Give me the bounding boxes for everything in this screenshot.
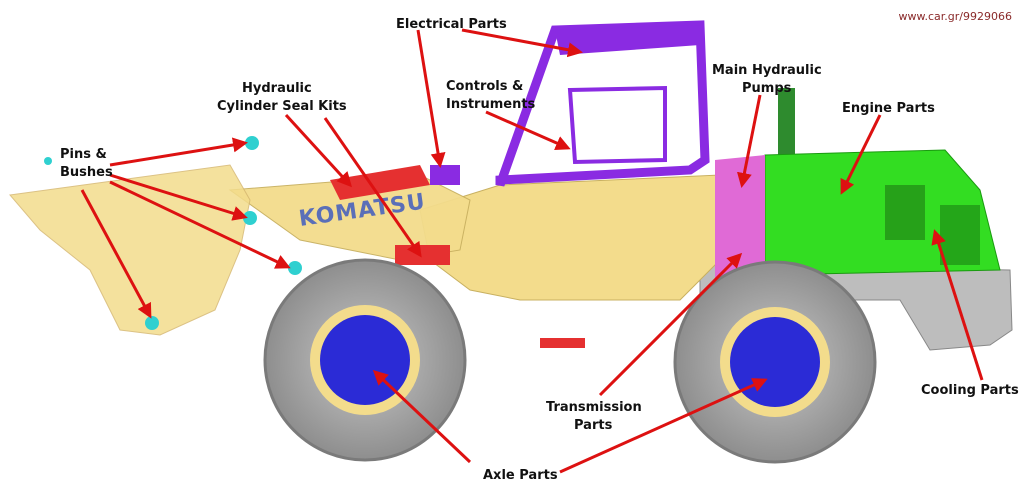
label-electrical: Electrical Parts: [396, 17, 507, 32]
arrow-engine: [840, 114, 882, 195]
label-pins-line2: Bushes: [60, 165, 113, 180]
label-controls-line2: Instruments: [446, 97, 536, 112]
cab-window: [567, 85, 667, 165]
cab-roof: [555, 25, 700, 55]
label-axle: Axle Parts: [483, 468, 558, 483]
arrow-hydraulic: [284, 113, 353, 188]
engine-grille: [885, 185, 925, 240]
label-pins-line1: Pins &: [60, 147, 107, 162]
label-transmission-line1: Transmission: [546, 400, 642, 415]
arrow-hydraulic-2: [323, 117, 422, 258]
arrow-controls: [485, 110, 571, 151]
arrow-axle-rear: [559, 378, 768, 474]
callout-labels: Electrical Parts Hydraulic Cylinder Seal…: [60, 17, 1019, 483]
watermark-text: www.car.gr/9929066: [899, 10, 1012, 23]
arrow-transmission: [598, 252, 743, 397]
label-transmission-line2: Parts: [574, 418, 613, 433]
arrow-pins-2: [109, 173, 248, 221]
pin-middle: [243, 211, 257, 225]
exhaust-stack: [778, 88, 795, 155]
pin-bullet: [44, 157, 52, 165]
cooling-grille: [940, 205, 980, 265]
arrow-pins-4: [80, 189, 152, 319]
pin-bucket: [145, 316, 159, 330]
label-hydraulic-line2: Cylinder Seal Kits: [217, 99, 347, 114]
label-main-hydraulic-line1: Main Hydraulic: [712, 63, 822, 78]
arrow-pins-1: [109, 137, 248, 167]
pin-lower: [288, 261, 302, 275]
pin-upper: [245, 136, 259, 150]
label-engine: Engine Parts: [842, 101, 935, 116]
arrow-cooling: [931, 229, 984, 381]
pump-housing: [715, 155, 765, 280]
rear-hub: [730, 317, 820, 407]
label-controls-line1: Controls &: [446, 79, 523, 94]
arrow-electrical: [461, 28, 583, 58]
bucket: [9, 164, 251, 336]
label-hydraulic-line1: Hydraulic: [242, 81, 312, 96]
arrow-electrical-2: [416, 29, 446, 168]
arrow-main-hydraulic: [736, 94, 762, 188]
arrow-axle-front: [372, 369, 472, 464]
hydraulic-cylinder: [330, 165, 430, 200]
steering-cylinder: [540, 338, 585, 348]
callout-arrows: [80, 28, 984, 474]
label-main-hydraulic-line2: Pumps: [742, 81, 792, 96]
arrow-pins-3: [109, 180, 291, 269]
lower-cylinder: [395, 245, 450, 265]
main-body: [419, 174, 721, 301]
electrical-box: [430, 165, 460, 185]
label-cooling: Cooling Parts: [921, 383, 1019, 398]
